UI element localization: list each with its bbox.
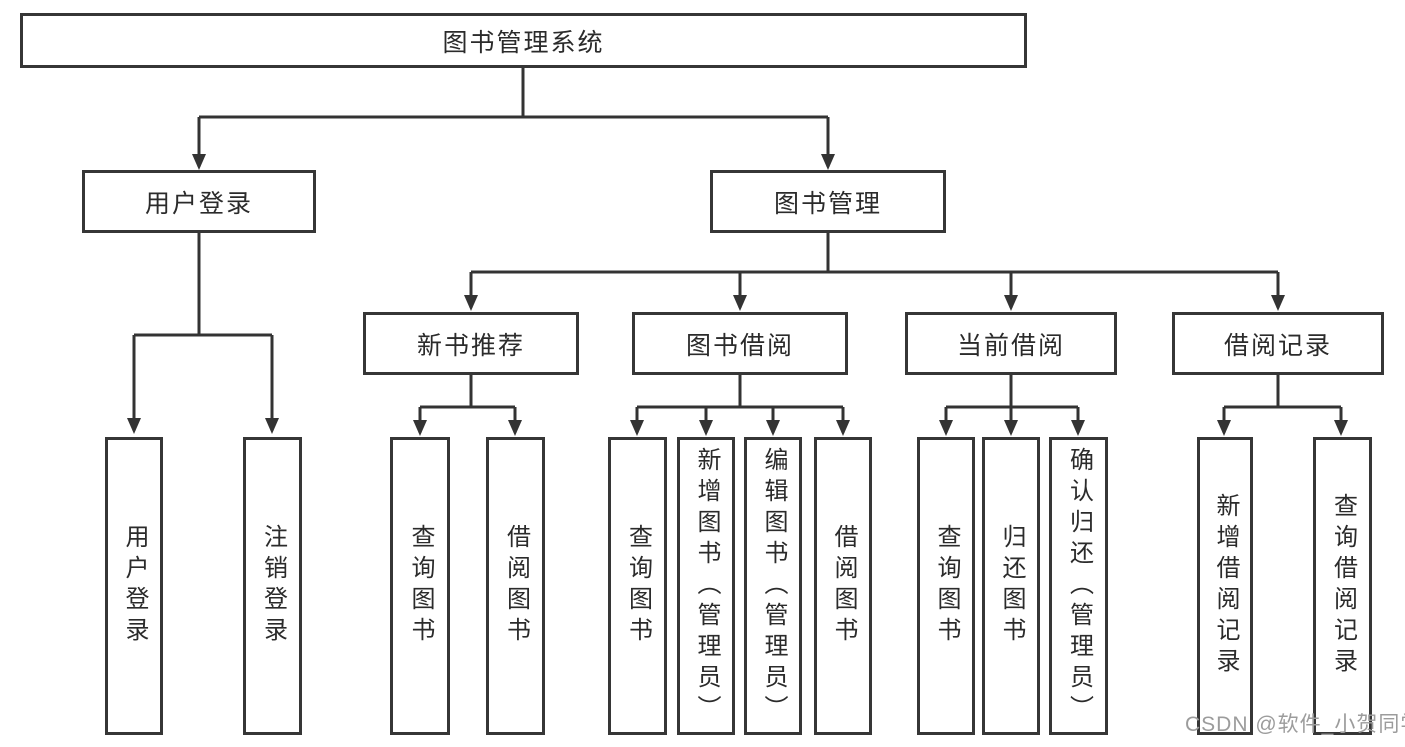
leaf-borrow-books: 借阅图书	[814, 437, 872, 735]
leaf-edit-books-admin: 编辑图书（管理员）	[744, 437, 802, 735]
leaf-label: 用户登录	[121, 524, 148, 648]
leaf-label: 注销登录	[259, 524, 287, 648]
node-label: 图书管理	[773, 189, 882, 218]
leaf-query-books-borrow: 查询图书	[608, 437, 667, 735]
node-label: 新书推荐	[416, 331, 525, 360]
node-label: 图书借阅	[685, 331, 794, 360]
leaf-label: 借阅图书	[830, 524, 857, 648]
csdn-watermark: CSDN @软件_小贺同学	[1185, 713, 1405, 736]
node-label: 用户登录	[144, 189, 253, 218]
node-root: 图书管理系统	[20, 13, 1027, 68]
leaf-query-books-current: 查询图书	[917, 437, 975, 735]
node-current-borrowing: 当前借阅	[905, 312, 1117, 375]
node-borrowing-records: 借阅记录	[1172, 312, 1384, 375]
node-book-management-branch: 图书管理	[710, 170, 946, 233]
leaf-confirm-return-admin: 确认归还（管理员）	[1049, 437, 1108, 735]
node-new-book-recommend: 新书推荐	[363, 312, 579, 375]
leaf-label: 查询图书	[933, 524, 960, 648]
node-root-label: 图书管理系统	[442, 28, 605, 57]
leaf-logout-login: 注销登录	[243, 437, 302, 735]
leaf-label: 查询图书	[407, 524, 434, 648]
node-label: 借阅记录	[1223, 331, 1332, 360]
leaf-borrow-books-recommend: 借阅图书	[486, 437, 545, 735]
leaf-label: 新增图书（管理员）	[693, 446, 720, 726]
leaf-add-borrow-record: 新增借阅记录	[1197, 437, 1253, 735]
leaf-label: 借阅图书	[502, 524, 530, 648]
leaf-label: 编辑图书（管理员）	[760, 446, 787, 726]
node-book-borrowing: 图书借阅	[632, 312, 848, 375]
leaf-add-books-admin: 新增图书（管理员）	[677, 437, 735, 735]
leaf-label: 查询借阅记录	[1329, 493, 1357, 679]
leaf-query-borrow-record: 查询借阅记录	[1313, 437, 1372, 735]
leaf-user-login: 用户登录	[105, 437, 163, 735]
leaf-label: 新增借阅记录	[1212, 493, 1239, 679]
node-label: 当前借阅	[956, 331, 1065, 360]
leaf-label: 归还图书	[998, 524, 1025, 648]
leaf-return-books: 归还图书	[982, 437, 1040, 735]
leaf-query-books-recommend: 查询图书	[390, 437, 450, 735]
leaf-label: 确认归还（管理员）	[1065, 446, 1093, 726]
leaf-label: 查询图书	[624, 524, 652, 648]
node-user-login-branch: 用户登录	[82, 170, 316, 233]
